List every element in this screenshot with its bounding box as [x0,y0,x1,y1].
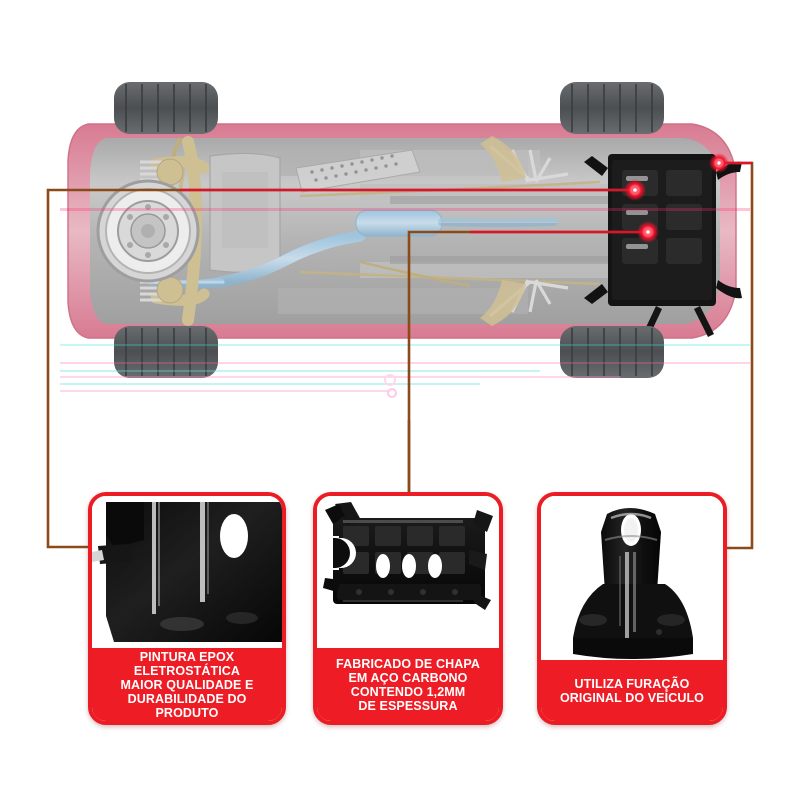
card-3-caption: UTILIZA FURAÇÃO ORIGINAL DO VEÍCULO [541,660,723,721]
protetor-carter-vista-completa [317,496,499,656]
connector-card-3 [700,161,754,550]
caption-line: UTILIZA FURAÇÃO [574,676,690,691]
card-2-caption: FABRICADO DE CHAPA EM AÇO CARBONO CONTEN… [317,648,499,721]
caption-line: DURABILIDADE DO PRODUTO [127,691,247,720]
card-1-caption: PINTURA EPOX ELETROSTÁTICA MAIOR QUALIDA… [92,648,282,721]
card-pintura-epox[interactable]: PINTURA EPOX ELETROSTÁTICA MAIOR QUALIDA… [88,492,286,725]
card-furacao-original[interactable]: UTILIZA FURAÇÃO ORIGINAL DO VEÍCULO [537,492,727,725]
marker-top-right [709,153,729,173]
caption-line: MAIOR QUALIDADE E [120,677,254,692]
caption-line: EM AÇO CARBONO [348,670,468,685]
marker-mid-low [637,221,659,243]
scan-artifacts [60,370,620,398]
vehicle-underbody-photo [60,76,750,386]
marker-mid-left [624,179,646,201]
protetor-carter-detalhe-pintura [92,496,282,656]
caption-line: PINTURA EPOX [139,649,235,664]
caption-line: FABRICADO DE CHAPA [336,656,480,671]
caption-line: ORIGINAL DO VEÍCULO [559,690,705,705]
caption-line: CONTENDO 1,2MM [350,684,466,699]
caption-line: ELETROSTÁTICA [133,663,241,678]
caption-line: DE ESPESSURA [358,698,458,713]
card-chapa-aco-carbono[interactable]: FABRICADO DE CHAPA EM AÇO CARBONO CONTEN… [313,492,503,725]
protetor-carter-suporte-furacao [541,496,723,668]
vehicle-underbody-svg [60,82,750,378]
